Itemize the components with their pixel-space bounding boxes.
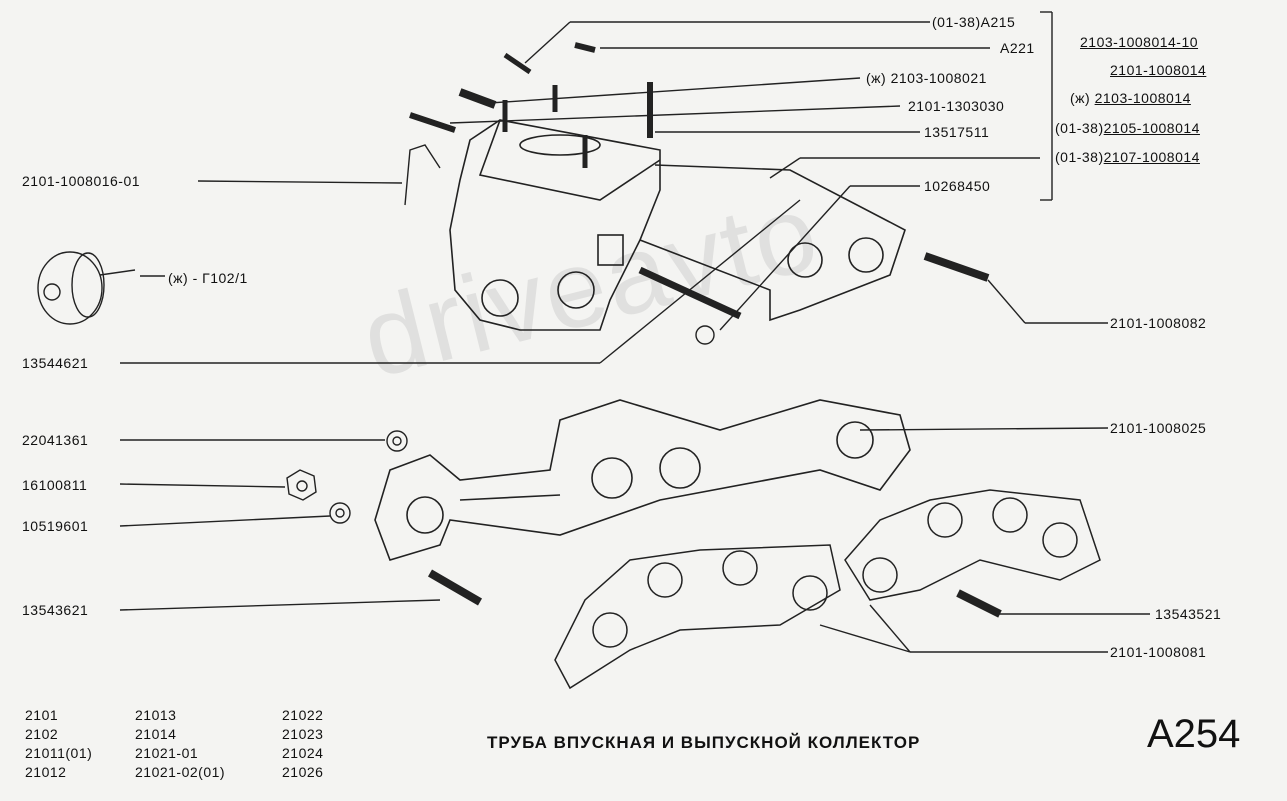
leader-lines [119,11,1150,653]
label-2103-1008021: (ж) 2103-1008021 [866,70,987,86]
diagram-title: ТРУБА ВПУСКНАЯ И ВЫПУСКНОЙ КОЛЛЕКТОР [487,733,921,752]
label-10268450: 10268450 [924,178,991,194]
model-item: 21014 [135,726,177,742]
label-13517511: 13517511 [924,124,990,140]
label-2101-1008016-01: 2101-1008016-01 [22,173,141,189]
model-item: 21022 [282,707,324,723]
label-13543521: 13543521 [1155,606,1222,622]
page-code: A254 [1147,712,1241,756]
label-2101-1303030: 2101-1303030 [908,98,1005,114]
variant-code: 2101-1008014 [1110,62,1207,78]
variant-code: 2105-1008014 [1103,120,1200,136]
label-22041361: 22041361 [22,432,89,448]
model-item: 2101 [25,707,59,723]
model-item: 21021-02(01) [135,764,226,780]
variant-prefix: (01-38) [1055,149,1104,165]
gaskets [554,489,1101,690]
label-g102: (ж) - Г102/1 [168,270,248,286]
exhaust-manifold [374,399,911,561]
model-item: 21024 [282,745,324,761]
models-col-3: 21022 21023 21024 21026 [282,706,323,782]
intake-manifold [449,119,906,331]
variant-code: 2103-1008014-10 [1080,34,1199,50]
label-16100811: 16100811 [22,477,88,493]
variant-1: 2103-1008014-10 [1080,34,1198,50]
variant-code: 2107-1008014 [1103,149,1200,165]
variant-prefix: (ж) [1070,90,1091,106]
variant-4: (01-38)2105-1008014 [1055,120,1200,136]
label-2101-1008081: 2101-1008081 [1110,644,1207,660]
model-item: 21013 [135,707,177,723]
model-item: 2102 [25,726,59,742]
label-a221: A221 [1000,40,1035,56]
model-item: 21012 [25,764,67,780]
label-13544621: 13544621 [22,355,89,371]
variant-3: (ж) 2103-1008014 [1070,90,1191,106]
model-item: 21011(01) [25,745,93,761]
model-item: 21023 [282,726,324,742]
label-2101-1008025: 2101-1008025 [1110,420,1207,436]
label-a215: (01-38)A215 [932,14,1016,30]
variant-code: 2103-1008014 [1094,90,1191,106]
variant-2: 2101-1008014 [1110,62,1206,78]
label-13543621: 13543621 [22,602,89,618]
washers [286,430,408,524]
models-col-1: 2101 2102 21011(01) 21012 [25,706,92,782]
variant-5: (01-38)2107-1008014 [1055,149,1200,165]
studs [404,42,1002,618]
variant-prefix: (01-38) [1055,120,1104,136]
model-item: 21021-01 [135,745,199,761]
heater-element [37,251,136,325]
label-10519601: 10519601 [22,518,89,534]
models-col-2: 21013 21014 21021-01 21021-02(01) [135,706,225,782]
label-2101-1008082: 2101-1008082 [1110,315,1207,331]
model-item: 21026 [282,764,324,780]
